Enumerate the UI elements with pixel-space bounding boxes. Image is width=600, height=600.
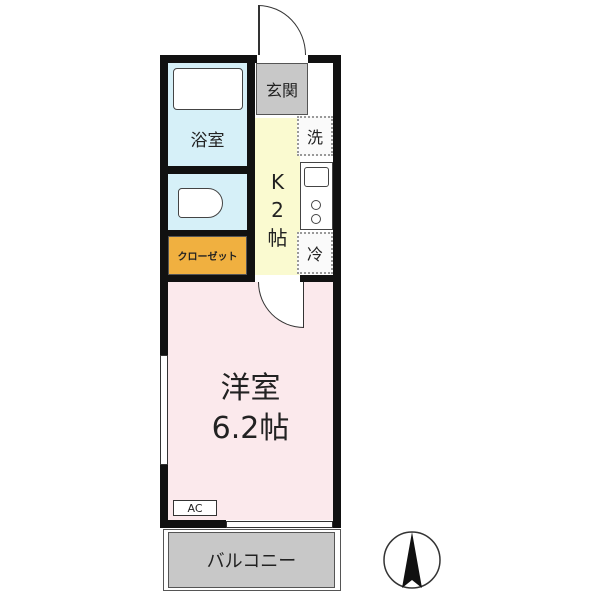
aircon-label: AC — [187, 501, 203, 515]
wall-top-right — [308, 55, 341, 63]
wall-top-left — [160, 55, 257, 63]
western-room — [168, 282, 333, 520]
balcony-label: バルコニー — [206, 551, 297, 572]
wall-right — [333, 55, 341, 528]
balcony-floor — [168, 532, 335, 588]
wall-bottom — [160, 520, 226, 528]
toilet-icon — [178, 188, 223, 218]
wall-toilet-closet — [168, 230, 248, 236]
western-room-name: 洋室 — [220, 371, 281, 406]
wall-bath-kitchen — [247, 63, 255, 282]
bathtub — [173, 68, 243, 110]
fridge-space — [297, 232, 333, 274]
kitchen — [255, 118, 300, 275]
north-arrow-icon — [383, 531, 441, 589]
western-room-size: 6.2帖 — [211, 411, 290, 446]
laundry-space — [297, 116, 333, 156]
wall-left — [160, 55, 168, 528]
balcony-window — [226, 521, 333, 528]
closet — [168, 236, 247, 275]
kitchen-label: K 2 帖 — [267, 170, 288, 250]
sink-basin — [304, 167, 329, 187]
laundry-label: 洗 — [306, 128, 323, 147]
entrance-label: 玄関 — [265, 81, 298, 100]
wall-mid-right — [300, 275, 333, 282]
stove-burner-icon — [311, 200, 321, 210]
stove-burner-icon — [311, 214, 321, 224]
closet-label: クローゼット — [177, 252, 238, 263]
entrance — [256, 63, 308, 115]
bathroom-label: 浴室 — [190, 130, 225, 151]
entry-door — [258, 5, 306, 55]
aircon-box — [173, 500, 217, 516]
left-window — [160, 355, 168, 465]
wall-mid — [168, 275, 255, 282]
wall-bath-toilet — [168, 166, 248, 174]
fridge-label: 冷 — [306, 245, 323, 264]
